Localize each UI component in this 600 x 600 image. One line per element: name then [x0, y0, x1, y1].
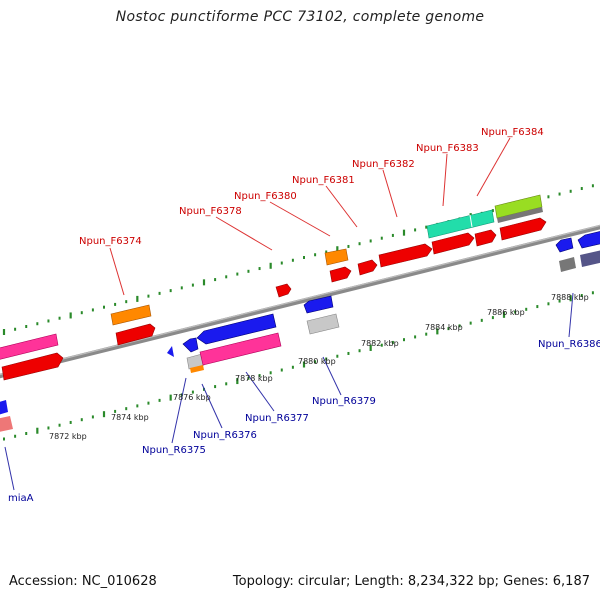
gene-salmon-left-lower[interactable] — [0, 416, 13, 432]
gene-teal-divider — [469, 214, 473, 228]
gene-red-6383b[interactable] — [474, 229, 497, 247]
gene-red-6383[interactable] — [431, 232, 475, 255]
label-npun-r6376[interactable]: Npun_R6376 — [193, 430, 257, 441]
reverse-labels: miaA Npun_R6375 Npun_R6376 Npun_R6377 Np… — [8, 339, 600, 504]
gene-blue-6375[interactable] — [182, 337, 199, 353]
gene-orange-6381[interactable] — [324, 248, 349, 266]
scale-label-7876: 7876 kbp — [173, 393, 211, 402]
scale-label-7884: 7884 kbp — [425, 323, 463, 332]
gene-red-6384[interactable] — [499, 217, 547, 241]
gene-red-6381[interactable] — [329, 266, 352, 283]
forward-leaders — [109, 137, 511, 296]
scale-label-7874: 7874 kbp — [111, 413, 149, 422]
reverse-genes — [0, 231, 600, 432]
genome-summary-text: Topology: circular; Length: 8,234,322 bp… — [232, 574, 590, 589]
scale-label-7882: 7882 kbp — [361, 339, 399, 348]
scale-label-7872: 7872 kbp — [49, 432, 87, 441]
gene-blue-6379[interactable] — [303, 295, 334, 314]
gene-red-6374[interactable] — [115, 323, 156, 346]
label-npun-r6386[interactable]: Npun_R6386 — [538, 339, 600, 350]
genome-backbone — [0, 224, 600, 379]
gene-blue-6386b[interactable] — [577, 231, 600, 249]
reverse-leaders — [4, 292, 574, 491]
genome-backbone-highlight — [0, 224, 600, 376]
scale-labels: 7872 kbp 7874 kbp 7876 kbp 7878 kbp 7880… — [49, 293, 589, 441]
gene-blue-6386a[interactable] — [555, 237, 574, 253]
label-npun-r6379[interactable]: Npun_R6379 — [312, 396, 376, 407]
label-npun-f6382[interactable]: Npun_F6382 — [352, 159, 415, 170]
map-title: Nostoc punctiforme PCC 73102, complete g… — [115, 9, 485, 25]
label-npun-f6374[interactable]: Npun_F6374 — [79, 236, 142, 247]
gene-red-6378[interactable] — [275, 283, 292, 298]
label-npun-f6384[interactable]: Npun_F6384 — [481, 127, 544, 138]
lower-tick-track — [3, 291, 594, 441]
forward-genes — [0, 194, 547, 381]
label-miaa[interactable]: miaA — [8, 493, 34, 504]
gene-blue-left-lower[interactable] — [0, 400, 8, 415]
forward-labels: Npun_F6374 Npun_F6378 Npun_F6380 Npun_F6… — [79, 127, 544, 247]
gene-grey-6384[interactable] — [497, 207, 543, 223]
gene-pink-left-upper[interactable] — [0, 333, 59, 360]
label-npun-r6375[interactable]: Npun_R6375 — [142, 445, 206, 456]
gene-red-6382a[interactable] — [357, 259, 378, 276]
gene-orange-6374[interactable] — [110, 304, 152, 326]
label-npun-f6381[interactable]: Npun_F6381 — [292, 175, 355, 186]
gene-pink-6377[interactable] — [199, 332, 282, 366]
gene-blue-small-tri[interactable] — [167, 346, 174, 357]
scale-label-7880: 7880 kbp — [298, 357, 336, 366]
gene-grey-6379[interactable] — [306, 313, 340, 335]
gene-blue-6376[interactable] — [196, 313, 277, 345]
gene-red-6382b[interactable] — [378, 243, 433, 268]
accession-text: Accession: NC_010628 — [9, 574, 157, 589]
label-npun-r6377[interactable]: Npun_R6377 — [245, 413, 309, 424]
gene-red-left-upper[interactable] — [1, 352, 64, 381]
scale-label-7886: 7886 kbp — [487, 308, 525, 317]
gene-darkgrey-6386[interactable] — [559, 257, 576, 272]
label-npun-f6383[interactable]: Npun_F6383 — [416, 143, 479, 154]
gene-slate-6386[interactable] — [580, 250, 600, 267]
label-npun-f6378[interactable]: Npun_F6378 — [179, 206, 242, 217]
scale-label-7888: 7888 kbp — [551, 293, 589, 302]
scale-label-7878: 7878 kbp — [235, 374, 273, 383]
label-npun-f6380[interactable]: Npun_F6380 — [234, 191, 297, 202]
gene-orange-6375[interactable] — [190, 365, 204, 373]
